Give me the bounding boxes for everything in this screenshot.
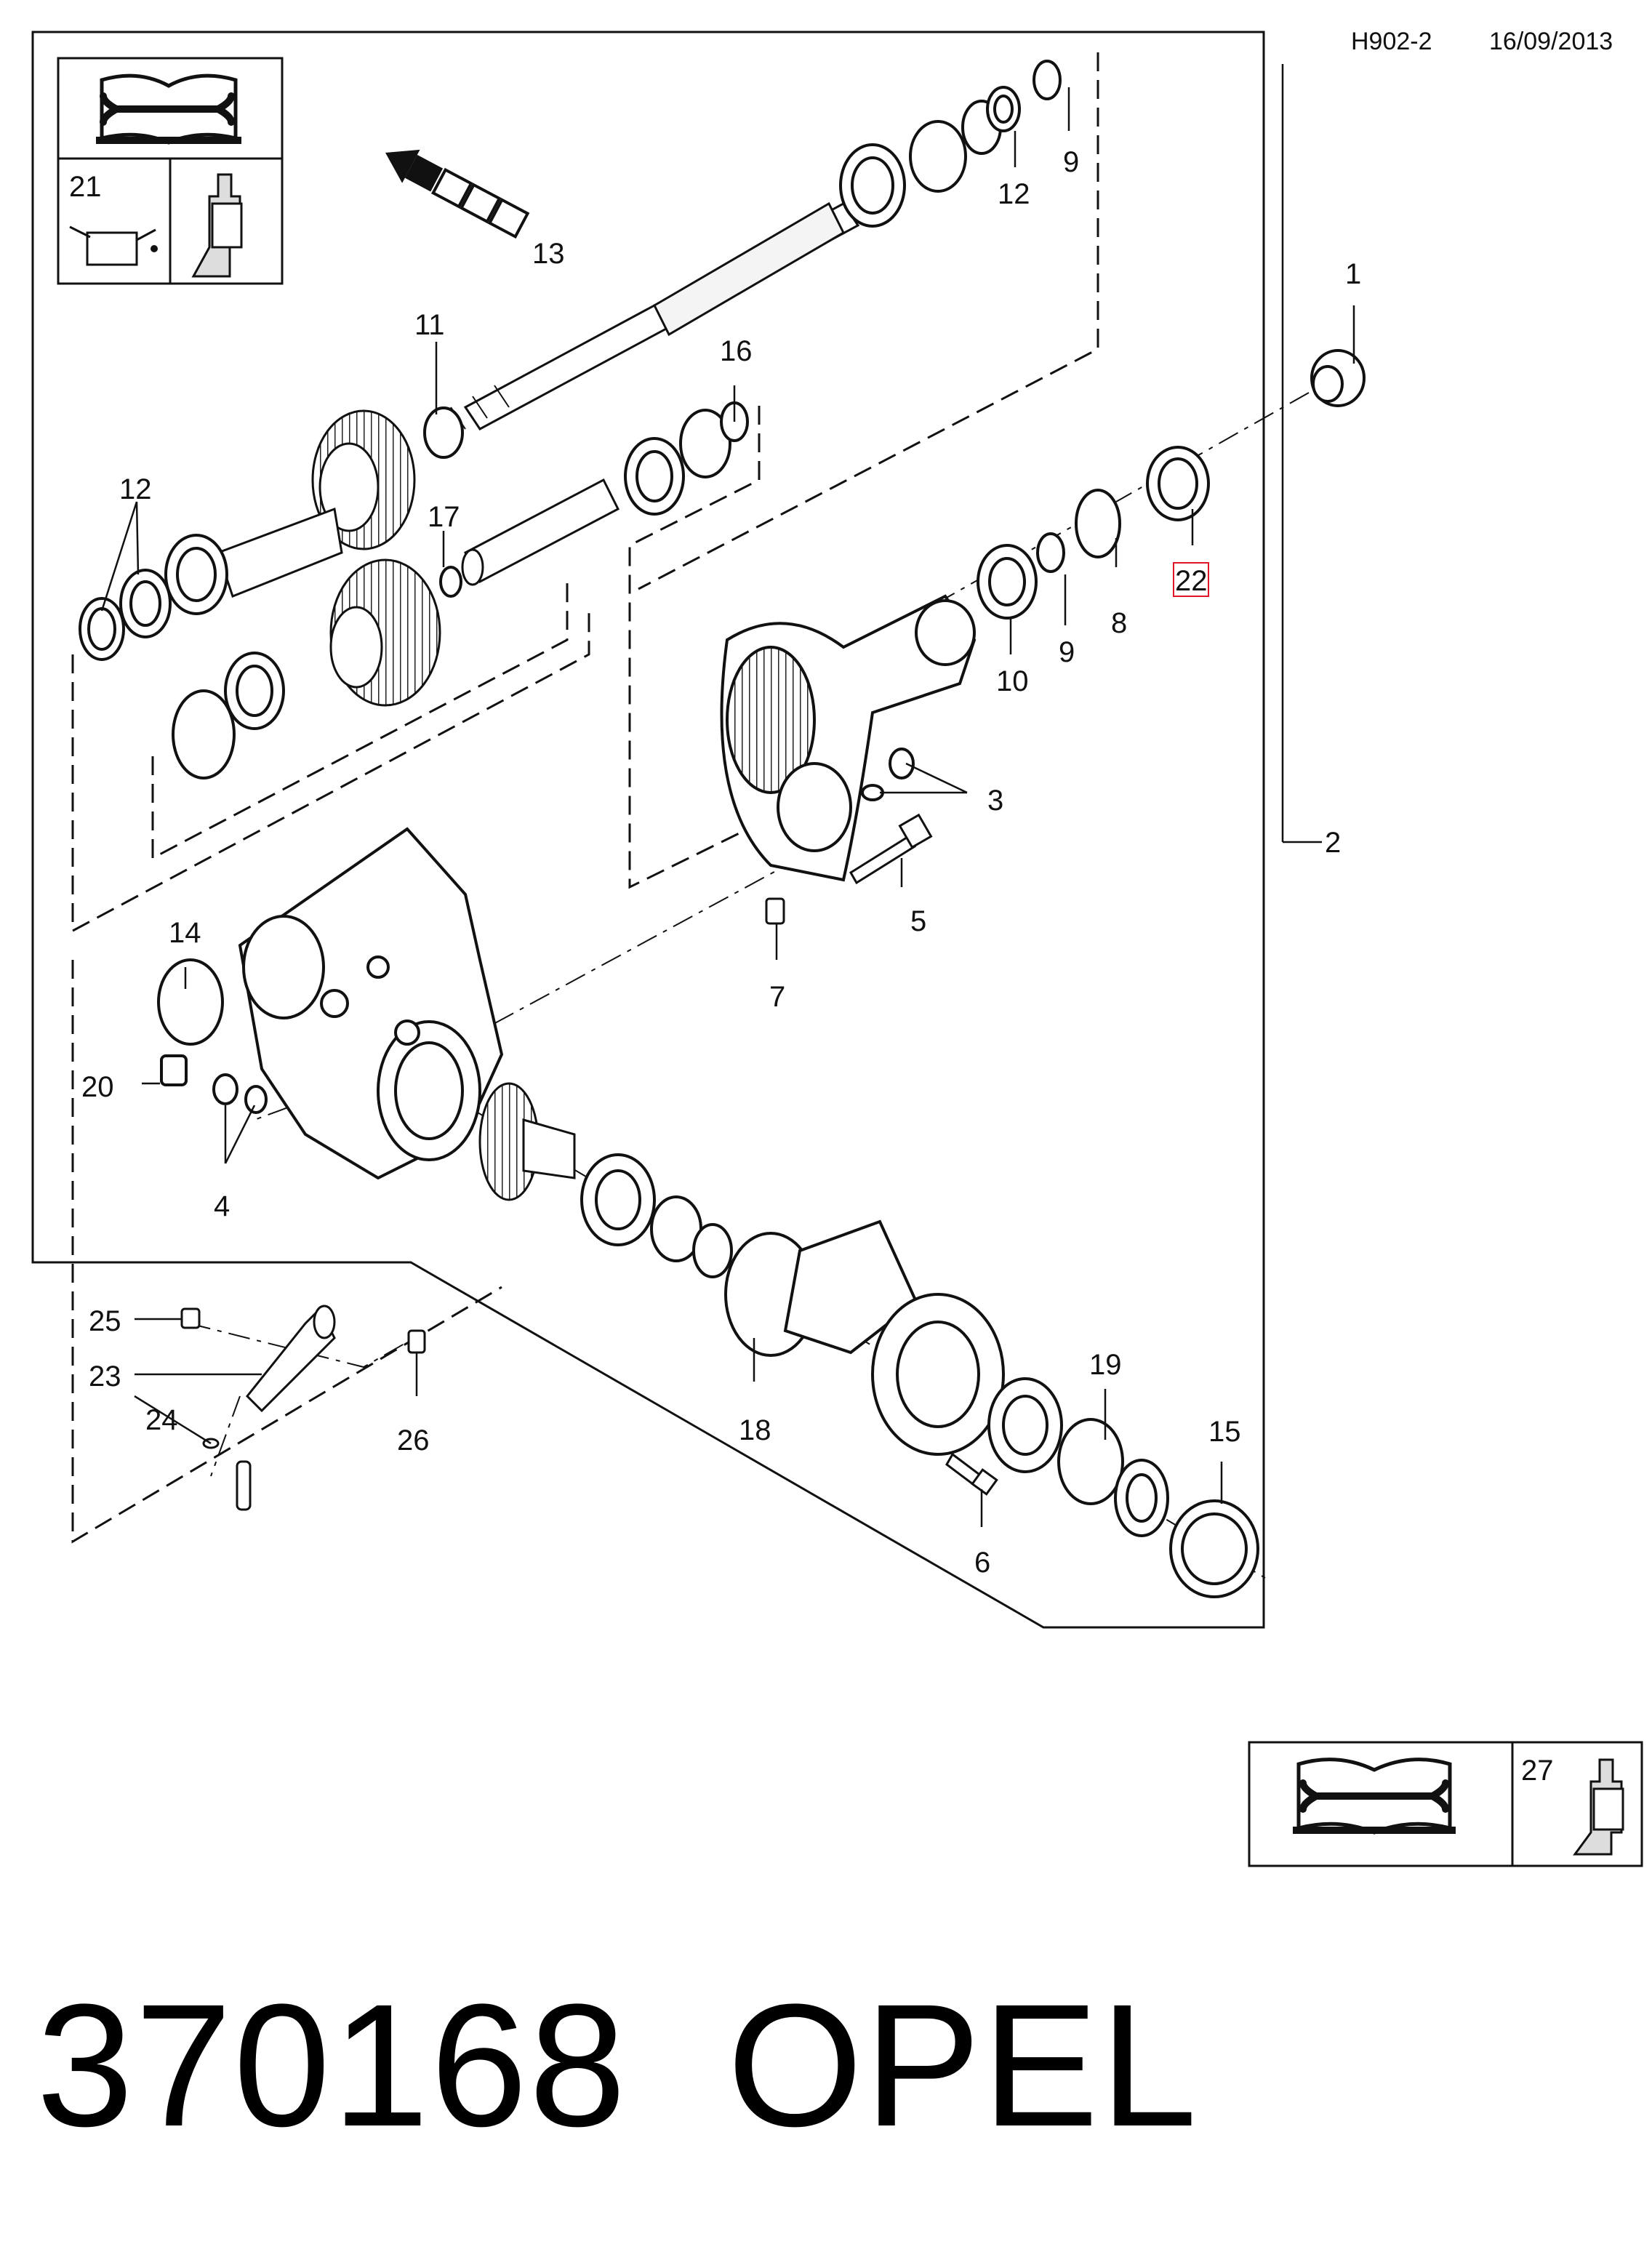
lower-bearings [580,1153,1259,1598]
bolt-5 [849,813,933,885]
diagram-date: 16/09/2013 [1489,28,1613,55]
callout-16[interactable]: 16 [720,335,753,367]
callout-24[interactable]: 24 [145,1404,178,1436]
dashed-brackets [71,52,1099,1544]
callout-1[interactable]: 1 [1345,258,1361,290]
callout-5[interactable]: 5 [910,905,926,937]
oil-can-icon [69,225,158,266]
bolt-6 [945,1452,998,1496]
callout-4[interactable]: 4 [214,1190,230,1222]
callout-9-middle[interactable]: 9 [1059,636,1075,668]
right-axle-housing [720,594,977,882]
sealant-tube-icon [191,173,243,278]
dowel-7 [765,897,785,925]
callout-13[interactable]: 13 [532,238,565,270]
leader-lines [100,64,1355,1527]
callout-26[interactable]: 26 [397,1424,430,1456]
callout-15[interactable]: 15 [1208,1416,1241,1448]
diagram-code: H902-2 [1351,28,1432,55]
callout-6[interactable]: 6 [974,1547,990,1579]
callout-19[interactable]: 19 [1089,1349,1122,1381]
right-seals [861,349,1366,801]
callout-14[interactable]: 14 [169,917,201,949]
part-number: 370168 [36,1968,627,2163]
pin-tube-17 [461,478,620,586]
callout-9-top[interactable]: 9 [1063,146,1079,178]
main-frame [31,31,1265,1629]
callout-12-left[interactable]: 12 [119,473,152,505]
callout-18[interactable]: 18 [739,1414,771,1446]
sealant-tube-icon-bottom [1573,1758,1624,1856]
callout-17[interactable]: 17 [428,501,460,533]
pinion-gear-upper [217,409,416,598]
callout-3[interactable]: 3 [987,785,1003,817]
legend-box-bottom [1248,1741,1643,1867]
callout-7[interactable]: 7 [769,981,785,1013]
highlight-box-22 [1173,562,1209,597]
callout-23[interactable]: 23 [89,1361,121,1393]
transfer-case-housing [238,827,504,1180]
legend-box-top [57,57,284,285]
brand-name: OPEL [727,1968,1199,2163]
callout-25[interactable]: 25 [89,1305,121,1337]
callout-2[interactable]: 2 [1325,827,1341,859]
main-shaft-13 [450,201,860,430]
breather-hose-assembly [180,1305,426,1511]
callout-22[interactable]: 22 [1175,565,1208,597]
callout-10[interactable]: 10 [996,665,1029,697]
legend-bottom-item-number: 27 [1521,1755,1554,1787]
callout-12-top[interactable]: 12 [998,178,1030,210]
legend-top-item-number: 21 [69,171,102,203]
ring-gear-lower [329,558,441,707]
callout-11[interactable]: 11 [414,309,445,341]
output-pinion [478,1082,576,1201]
callout-20[interactable]: 20 [81,1071,114,1103]
manual-wrench-icon [96,73,241,145]
front-direction-arrow [385,149,530,239]
manual-wrench-icon-bottom [1293,1758,1456,1835]
callout-8[interactable]: 8 [1111,607,1127,639]
left-small-parts [157,958,268,1114]
